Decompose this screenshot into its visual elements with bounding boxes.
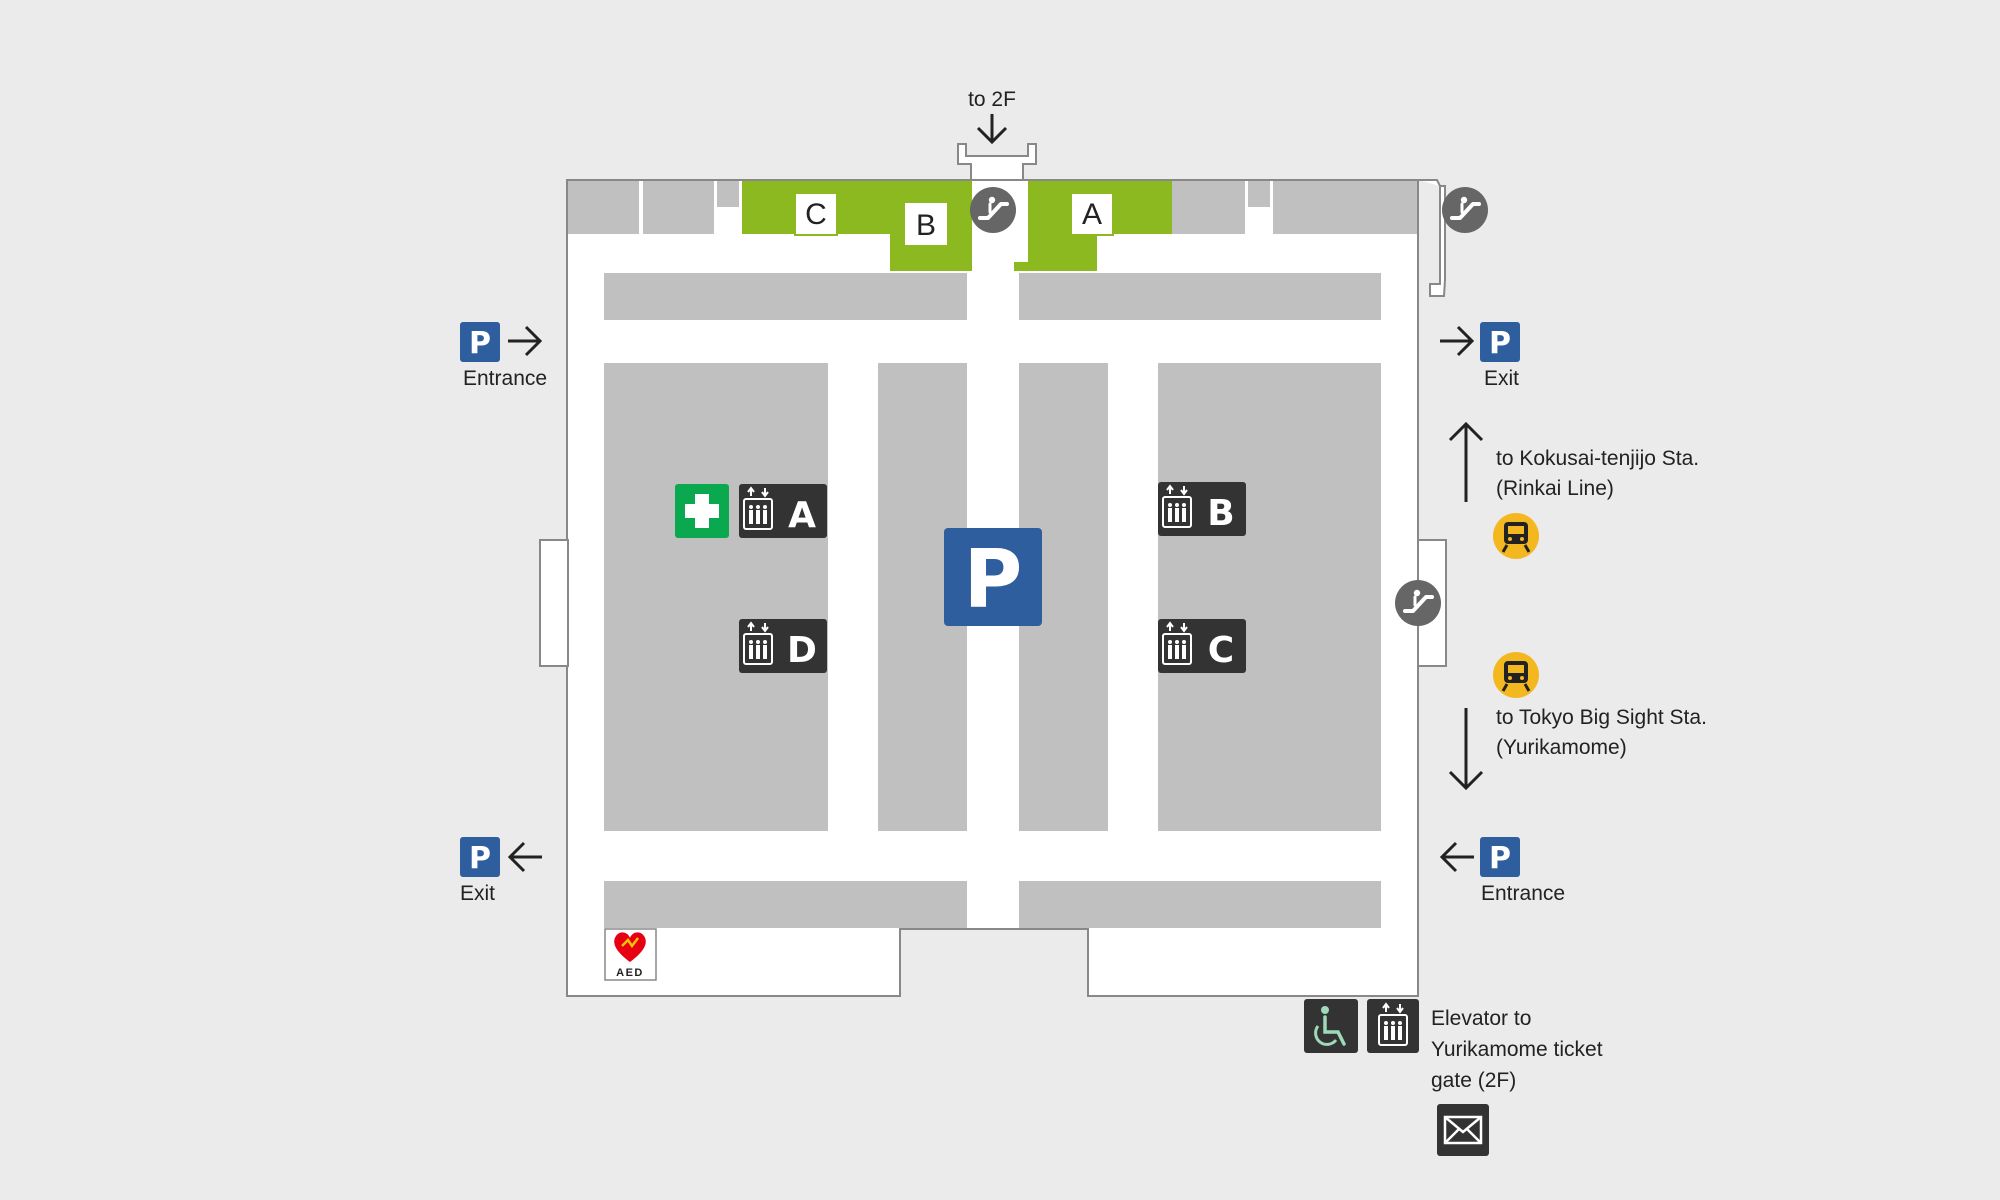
zone-c-label: C [805,198,827,231]
escalator-icon [1393,578,1443,628]
elevator-a-label: A [788,495,816,536]
parking-icon [460,837,500,877]
exit-east: P Exit [1440,322,1520,390]
elevator-d: D [739,619,827,673]
north-stair [957,143,1037,181]
parking-icon: P [944,528,1042,626]
down-arrow-icon [976,114,1008,145]
parking-icon [1480,837,1520,877]
northeast-stair [1418,179,1446,297]
first-aid-icon [675,484,729,538]
to-2f-label: to 2F [968,88,1016,111]
elevator-label-line1: Elevator to [1431,1007,1531,1030]
wheelchair-icon [1304,999,1358,1053]
elevator-c: C [1158,619,1246,673]
elevator-c-label: C [1208,630,1234,671]
elevator-label-line3: gate (2F) [1431,1069,1516,1092]
left-arrow-icon [507,841,542,873]
zone-b: B [890,181,972,271]
zone-a: A [1014,181,1172,271]
mail-icon [1437,1104,1489,1156]
svg-text:P: P [469,326,491,361]
exit-east-label: Exit [1484,367,1519,390]
west-annex [539,539,569,667]
elevator-label-line2: Yurikamome ticket [1431,1038,1603,1061]
elevator-to-ticket-gate: Elevator to Yurikamome ticket gate (2F) [1304,999,1603,1156]
route-tokyo-big-sight: to Tokyo Big Sight Sta. (Yurikamome) [1448,650,1707,791]
parking-icon [1480,322,1520,362]
kokusai-label-line1: to Kokusai-tenjijo Sta. [1496,447,1699,470]
parking-icon [460,322,500,362]
zone-b-label: B [916,209,936,242]
escalator-icon [1440,185,1490,235]
bigsight-label-line1: to Tokyo Big Sight Sta. [1496,706,1707,729]
north-parking-bays [568,181,1417,234]
elevator-icon [1367,999,1419,1053]
entrance-east: P Entrance [1439,837,1565,905]
parking-letter: P [964,533,1023,626]
elevator-d-label: D [787,630,817,671]
entrance-west: P Entrance [460,322,547,390]
left-arrow-icon [1439,841,1474,873]
aed-label: AED [616,967,644,979]
elevator-a: A [739,484,827,538]
svg-text:P: P [469,841,491,876]
exit-west: P Exit [460,837,542,905]
bigsight-label-line2: (Yurikamome) [1496,736,1627,759]
exit-west-label: Exit [460,882,495,905]
right-arrow-icon [1440,325,1475,357]
elevator-b-label: B [1207,493,1234,534]
zone-c: C [742,181,890,236]
entrance-west-label: Entrance [463,367,547,390]
svg-text:P: P [1489,326,1511,361]
down-arrow-icon [1448,708,1484,791]
train-icon [1491,511,1541,561]
svg-text:P: P [1489,841,1511,876]
route-kokusai-tenjijo: to Kokusai-tenjijo Sta. (Rinkai Line) [1448,421,1699,561]
right-arrow-icon [508,325,543,357]
parking-blocks [604,273,1381,928]
elevator-b: B [1158,482,1246,536]
entrance-east-label: Entrance [1481,882,1565,905]
up-arrow-icon [1448,421,1484,502]
train-icon [1491,650,1541,700]
aed-icon: AED [604,928,657,981]
kokusai-label-line2: (Rinkai Line) [1496,477,1614,500]
zone-a-label: A [1082,198,1102,231]
escalator-icon [968,185,1018,235]
